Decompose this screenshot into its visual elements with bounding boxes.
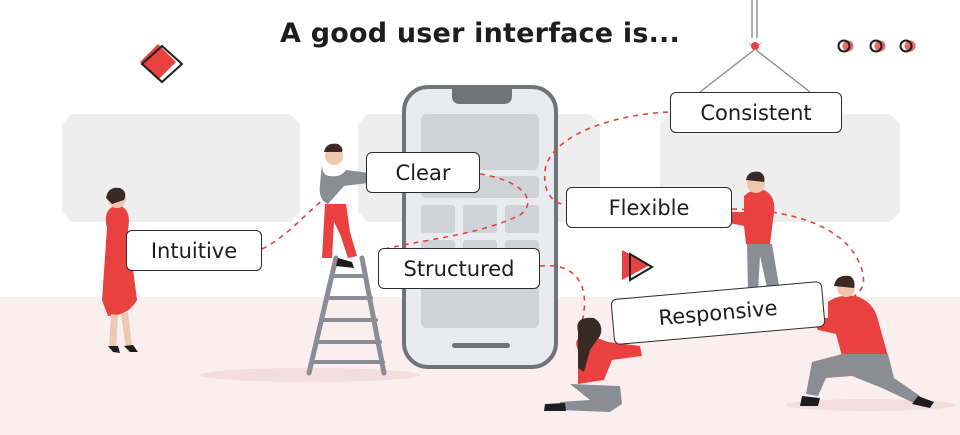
woman-figure-seated (544, 317, 642, 412)
label-clear: Clear (366, 152, 480, 193)
label-flexible: Flexible (566, 187, 732, 228)
crane-hook (699, 0, 811, 93)
diamond-icon (140, 44, 184, 84)
phone-illustration (402, 85, 558, 369)
label-structured: Structured (378, 248, 540, 289)
ladder (306, 255, 387, 376)
man-figure-kneeling (800, 275, 934, 408)
label-intuitive: Intuitive (126, 230, 262, 271)
play-icon (622, 250, 654, 282)
man-on-ladder (319, 143, 378, 268)
window-dots-icon (837, 39, 916, 53)
bg-panel-left (62, 114, 300, 222)
hook-icon (748, 42, 762, 48)
page-title: A good user interface is... (280, 18, 680, 49)
label-consistent: Consistent (670, 92, 842, 133)
